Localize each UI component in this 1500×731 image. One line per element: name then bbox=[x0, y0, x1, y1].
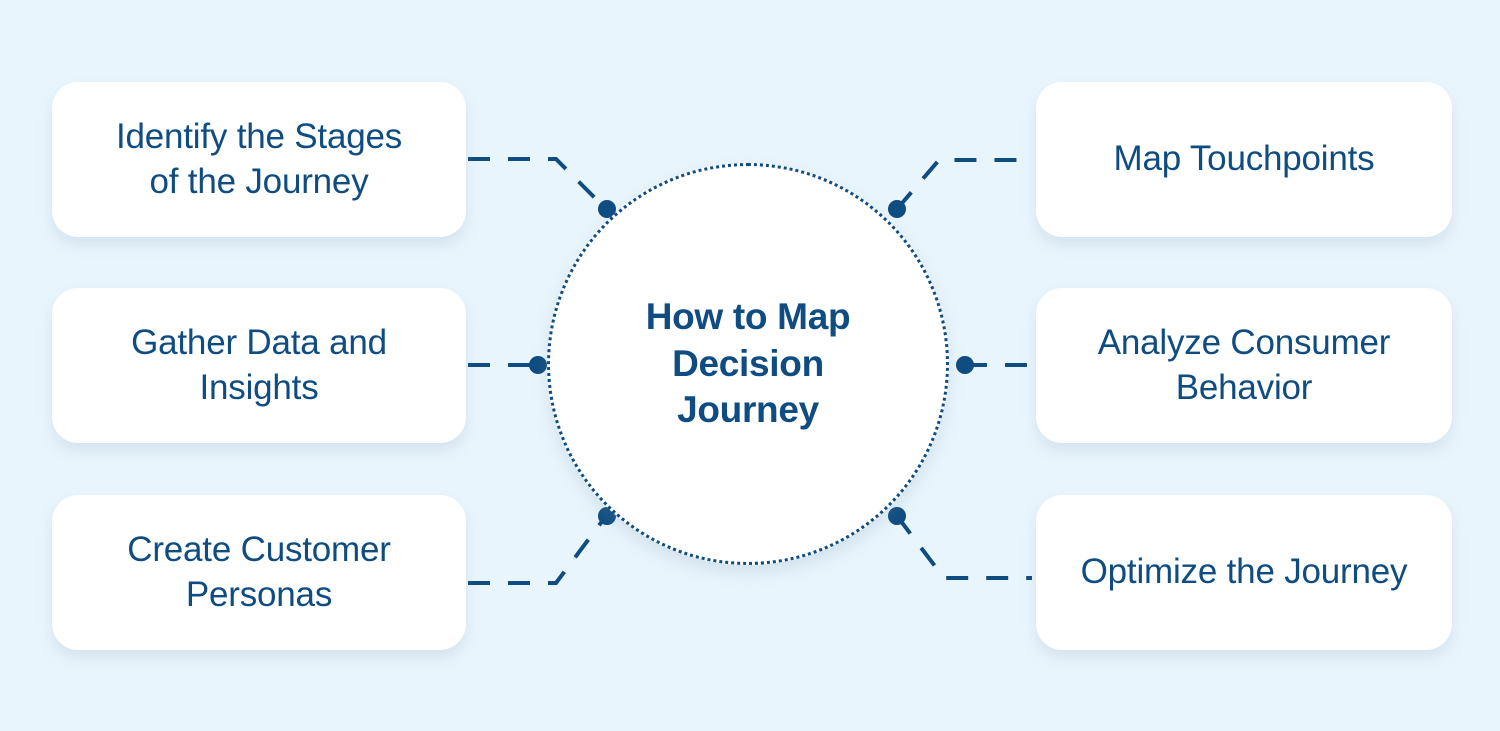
node-card-map-touchpoints[interactable]: Map Touchpoints bbox=[1036, 82, 1452, 237]
node-card-optimize-journey[interactable]: Optimize the Journey bbox=[1036, 495, 1452, 650]
node-card-identify-stages[interactable]: Identify the Stages of the Journey bbox=[52, 82, 466, 237]
node-label-optimize-journey: Optimize the Journey bbox=[1080, 552, 1408, 592]
node-label-create-personas: Create Customer Personas bbox=[127, 530, 391, 614]
node-label-gather-data: Gather Data and Insights bbox=[131, 323, 387, 407]
connector-dot-analyze-behavior bbox=[956, 356, 974, 374]
connector-identify-stages bbox=[468, 157, 608, 211]
connector-map-touchpoints bbox=[895, 158, 1032, 211]
connector-dot-gather-data bbox=[529, 356, 547, 374]
central-hub-circle: How to Map Decision Journey bbox=[547, 163, 949, 565]
connector-dot-map-touchpoints bbox=[888, 200, 906, 218]
node-card-create-personas[interactable]: Create Customer Personas bbox=[52, 495, 466, 650]
connector-create-personas bbox=[468, 514, 608, 585]
node-card-analyze-behavior[interactable]: Analyze Consumer Behavior bbox=[1036, 288, 1452, 443]
node-label-map-touchpoints: Map Touchpoints bbox=[1113, 139, 1375, 179]
connector-optimize-journey bbox=[895, 514, 1032, 580]
node-label-analyze-behavior: Analyze Consumer Behavior bbox=[1097, 323, 1391, 407]
central-hub-title: How to Map Decision Journey bbox=[645, 295, 851, 431]
connector-dot-optimize-journey bbox=[888, 507, 906, 525]
node-card-gather-data[interactable]: Gather Data and Insights bbox=[52, 288, 466, 443]
node-label-identify-stages: Identify the Stages of the Journey bbox=[115, 117, 403, 201]
